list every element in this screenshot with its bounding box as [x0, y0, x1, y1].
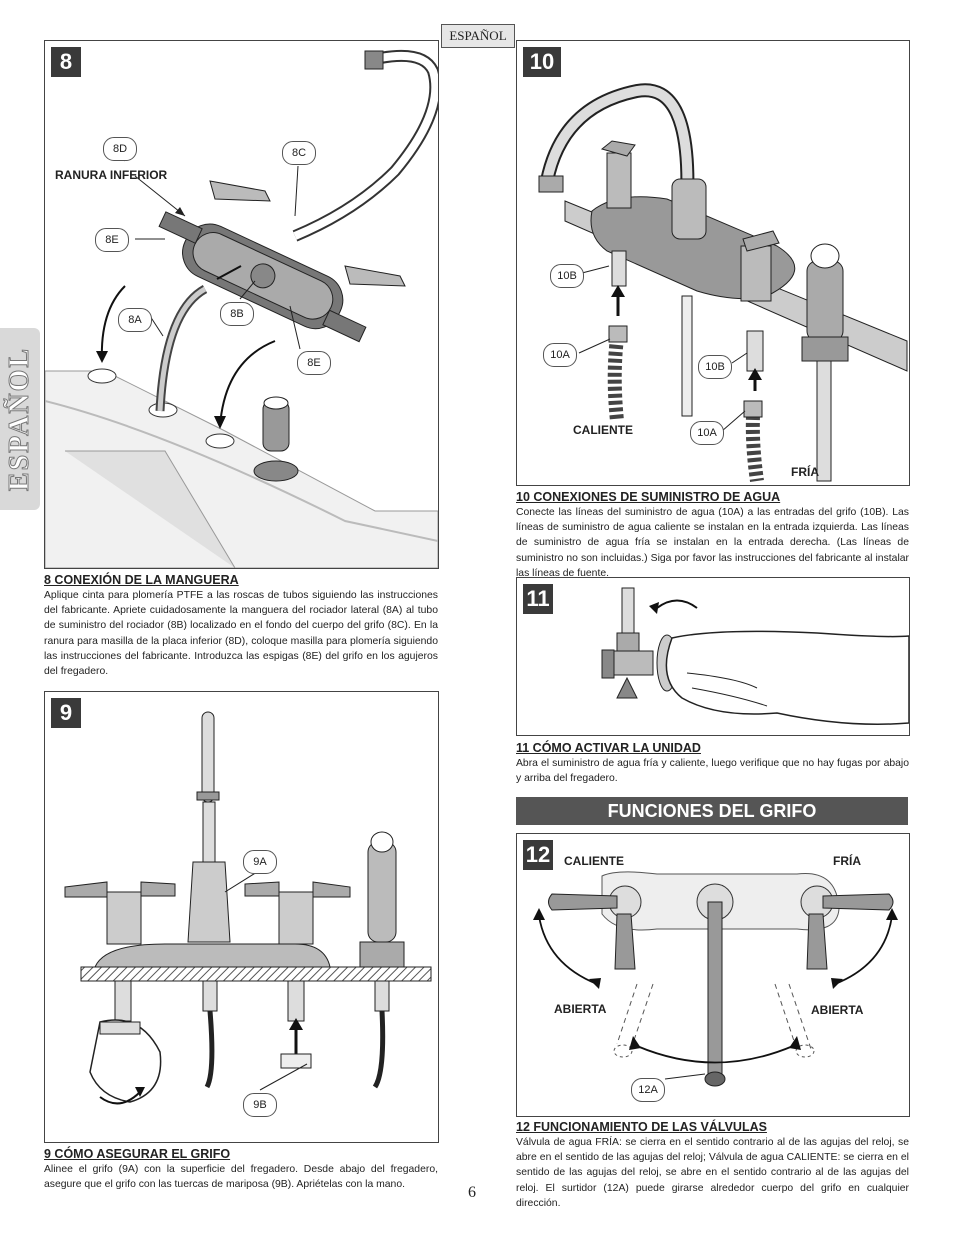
label-caliente-10: CALIENTE [573, 423, 633, 437]
step-8-number: 8 [51, 47, 81, 77]
step-10-text: Conecte las líneas del suministro de agu… [516, 507, 909, 579]
label-fria-12: FRÍA [833, 854, 861, 868]
label-abierta-left: ABIERTA [554, 1002, 607, 1016]
step-9-text: Alinee el grifo (9A) con la superficie d… [44, 1164, 438, 1191]
callout-8e-right: 8E [297, 351, 331, 375]
figure-9-panel: 9 9A 9B [44, 691, 439, 1143]
step-10-number: 10 [523, 47, 561, 77]
callout-9b: 9B [243, 1093, 277, 1117]
figure-12-panel: 12 CALIENTE FRÍA ABIERTA ABIERTA 12A [516, 833, 910, 1117]
side-language-tab: ESPAÑOL [0, 328, 40, 510]
callout-12a: 12A [631, 1078, 665, 1102]
callout-8e-left: 8E [95, 228, 129, 252]
step-11-number: 11 [523, 584, 553, 614]
callout-10b-left: 10B [550, 264, 584, 288]
figure-10-panel: 10 10B 10A 10B 10A CALIENTE FRÍA [516, 40, 910, 486]
figure-8-panel: 8 8D RANURA INFERIOR 8C 8E 8A 8B 8E [44, 40, 439, 569]
step-11-text: Abra el suministro de agua fría y calien… [516, 758, 909, 785]
step-8-title: 8 CONEXIÓN DE LA MANGUERA [44, 573, 239, 587]
callout-10a-right: 10A [690, 421, 724, 445]
figure-12-illustration [533, 871, 898, 1087]
callout-8c: 8C [282, 141, 316, 165]
step-8-text: Aplique cinta para plomería PTFE a las r… [44, 590, 438, 678]
figure-11-illustration [601, 587, 909, 725]
page-number: 6 [468, 1184, 476, 1201]
callout-9a: 9A [243, 850, 277, 874]
step-11-title: 11 CÓMO ACTIVAR LA UNIDAD [516, 741, 701, 755]
figure-10-illustration [538, 83, 908, 482]
figure-8-illustration [45, 49, 438, 568]
step-12-number: 12 [523, 840, 553, 870]
step-9-title: 9 CÓMO ASEGURAR EL GRIFO [44, 1147, 231, 1161]
step-9-number: 9 [51, 698, 81, 728]
callout-8d: 8D [103, 137, 137, 161]
callout-10b-right: 10B [698, 355, 732, 379]
callout-10a-left: 10A [543, 343, 577, 367]
callout-8a: 8A [118, 308, 152, 332]
label-ranura-inferior: RANURA INFERIOR [55, 168, 168, 182]
side-tab-label: ESPAÑOL [4, 346, 36, 492]
label-caliente-12: CALIENTE [564, 854, 624, 868]
language-tag: ESPAÑOL [441, 24, 515, 48]
label-abierta-right: ABIERTA [811, 1003, 864, 1017]
section-title-bar: FUNCIONES DEL GRIFO [516, 797, 908, 825]
label-fria-10: FRÍA [791, 465, 819, 479]
figure-9-illustration [64, 711, 432, 1105]
step-12-text: Válvula de agua FRÍA: se cierra en el se… [516, 1137, 909, 1209]
callout-8b: 8B [220, 302, 254, 326]
step-12-title: 12 FUNCIONAMIENTO DE LAS VÁLVULAS [516, 1120, 767, 1134]
figure-11-panel: 11 [516, 577, 910, 736]
step-10-title: 10 CONEXIONES DE SUMINISTRO DE AGUA [516, 490, 781, 504]
